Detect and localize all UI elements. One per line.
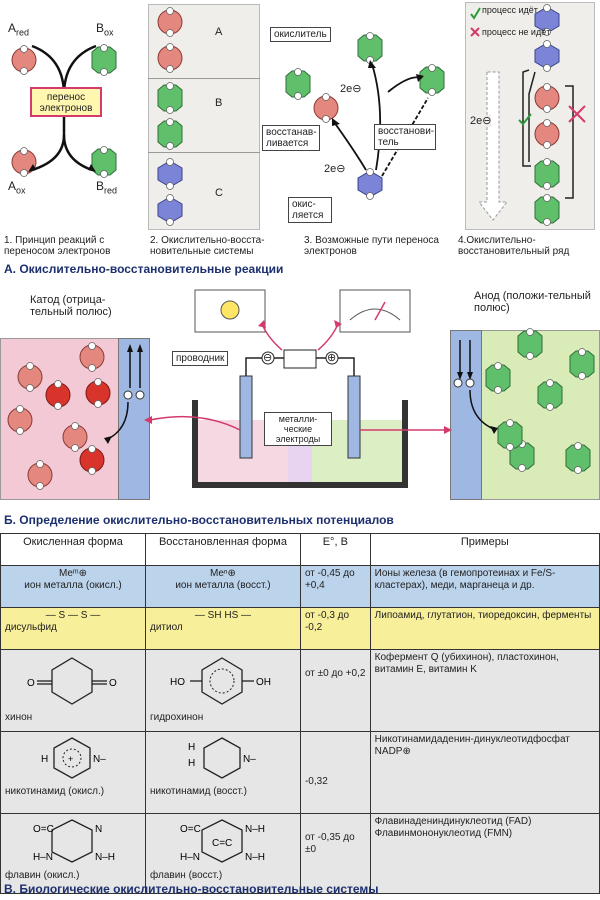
quinone-examples: Кофермент Q (убихинон), пластохинон, вит… xyxy=(369,649,600,732)
header-oxidized: Окисленная форма xyxy=(0,533,146,566)
svg-text:H: H xyxy=(188,742,195,753)
legend-process-no: процесс не идёт xyxy=(482,27,551,37)
svg-text:N–H: N–H xyxy=(245,852,265,863)
svg-text:H: H xyxy=(188,758,195,769)
svg-text:N–H: N–H xyxy=(245,824,265,835)
dithiol-name: дитиол xyxy=(149,622,183,633)
reductant-label: восстанови-тель xyxy=(374,124,436,150)
hydroquinone-name: гидрохинон xyxy=(149,712,204,723)
flavin-ox-structure: O=C N H–N N–H xyxy=(33,819,115,863)
a-red-molecule xyxy=(11,45,37,75)
table-row: — S — S —дисульфид — SH HS — дитиол от -0… xyxy=(0,607,600,650)
nicotinamide-red-name: никотинамид (восст.) xyxy=(149,786,247,797)
nicotinamide-potential: -0,32 xyxy=(299,731,371,814)
thiol-examples: Липоамид, глутатион, тиоредоксин, фермен… xyxy=(369,607,600,650)
legend-process-yes: процесс идёт xyxy=(482,5,538,15)
hydroquinone-structure: HO OH xyxy=(170,657,271,705)
nicotinamide-red-structure: HH N– xyxy=(188,737,256,779)
electron-paths-diagram xyxy=(285,32,445,200)
oxidant-label: окислитель xyxy=(270,27,331,42)
svg-text:N–H: N–H xyxy=(95,852,115,863)
metal-potential: от -0,45 до +0,4 xyxy=(299,565,371,608)
panel2-caption: 2. Окислительно-восста-новительные систе… xyxy=(150,235,265,257)
flavin-red-structure: O=C N–H H–N N–H C=C xyxy=(180,819,265,863)
thiol-potential: от -0,3 до -0,2 xyxy=(299,607,371,650)
anode-label: Анод (положи-тельный полюс) xyxy=(474,290,591,314)
metal-ox-formula: Meᵐ⊕ xyxy=(58,568,87,579)
disulfide-name: дисульфид xyxy=(5,622,57,633)
panel3-caption: 3. Возможные пути переноса электронов xyxy=(304,235,439,257)
electron-series-label: 2e⊖ xyxy=(470,115,492,127)
panel1-caption: 1. Принцип реакций с переносом электроно… xyxy=(4,235,111,257)
svg-text:N–: N– xyxy=(93,754,106,765)
quinone-potential: от ±0 до +0,2 xyxy=(299,649,371,732)
metal-ox-name: ион металла (окисл.) xyxy=(24,580,122,591)
quinone-name: хинон xyxy=(5,712,33,723)
conductor-label: проводник xyxy=(172,351,229,366)
b-red-label: Bred xyxy=(96,179,118,196)
svg-text:O: O xyxy=(27,678,35,689)
system-c-label: C xyxy=(215,187,223,199)
flavin-ox-name: флавин (окисл.) xyxy=(5,870,80,881)
svg-text:OH: OH xyxy=(256,677,271,688)
system-b-label: B xyxy=(215,97,223,109)
panel4-caption: 4.Окислительно-восстановительный ряд xyxy=(458,235,570,257)
header-reduced: Восстановленная форма xyxy=(144,533,301,566)
svg-text:H–N: H–N xyxy=(33,852,53,863)
electrodes-label: металли-ческие электроды xyxy=(264,412,332,446)
electron-pair-1: 2e⊖ xyxy=(340,83,362,95)
nicotinamide-ox-name: никотинамид (окисл.) xyxy=(5,786,105,797)
redox-systems-molecules xyxy=(157,7,183,226)
a-red-label: Ared xyxy=(8,21,30,38)
header-potential: E°, В xyxy=(299,533,371,566)
svg-text:O: O xyxy=(109,678,117,689)
cathode-electrode-zoom xyxy=(118,338,150,500)
metal-red-formula: Meⁿ⊕ xyxy=(210,568,236,579)
electron-transfer-box: перенос электронов xyxy=(30,87,102,117)
nicotinamide-examples: Никотинамидаденин-динуклеотидфосфат NADP… xyxy=(369,731,600,814)
metal-red-name: ион металла (восст.) xyxy=(175,580,271,591)
disulfide-formula: — S — S — xyxy=(45,610,101,621)
flavin-potential: от -0,35 до ±0 xyxy=(299,813,371,894)
section-b-title: Б. Определение окислительно-восстановите… xyxy=(4,513,394,527)
svg-text:N–: N– xyxy=(243,754,256,765)
flavin-examples: Флавинадениндинуклеотид (FAD) Флавинмоно… xyxy=(369,813,600,894)
reduced-label: восстанав-ливается xyxy=(262,125,320,151)
redox-series-diagram xyxy=(470,4,586,226)
b-ox-label: Box xyxy=(96,21,114,38)
b-red-molecule xyxy=(91,146,117,178)
svg-text:+: + xyxy=(68,754,73,764)
bio-redox-table: Окисленная форма Восстановленная форма E… xyxy=(0,533,600,894)
header-examples: Примеры xyxy=(369,533,600,566)
table-row: O=C N H–N N–H флавин (окисл.) O=C N–H H–N N–… xyxy=(0,813,600,894)
svg-text:O=C: O=C xyxy=(33,824,54,835)
section-a-title: А. Окислительно-восстановительные реакци… xyxy=(4,262,284,276)
svg-text:H–N: H–N xyxy=(180,852,200,863)
svg-text:N: N xyxy=(95,824,102,835)
table-row: Meᵐ⊕ион металла (окисл.) Meⁿ⊕ион металла… xyxy=(0,565,600,608)
b-ox-molecule xyxy=(91,44,117,76)
svg-text:HO: HO xyxy=(170,677,185,688)
flavin-red-name: флавин (восст.) xyxy=(149,870,223,881)
cathode-label: Катод (отрица-тельный полюс) xyxy=(30,294,112,318)
electron-pair-2: 2e⊖ xyxy=(324,163,346,175)
metal-examples: Ионы железа (в гемопротеинах и Fe/S-клас… xyxy=(369,565,600,608)
svg-text:C=C: C=C xyxy=(212,838,232,849)
minus-terminal: ⊖ xyxy=(263,352,273,364)
dithiol-formula: — SH HS — xyxy=(194,610,252,621)
nicotinamide-ox-structure: + H N– xyxy=(41,737,106,779)
svg-text:H: H xyxy=(41,754,48,765)
svg-text:O=C: O=C xyxy=(180,824,201,835)
a-ox-label: Aox xyxy=(8,179,26,196)
a-ox-molecule xyxy=(11,147,37,177)
plus-terminal: ⊕ xyxy=(327,352,337,364)
system-a-label: A xyxy=(215,26,223,38)
redox-systems-panel xyxy=(148,4,260,230)
oxidized-label: окис-ляется xyxy=(288,197,332,223)
section-c-title: В. Биологические окислительно-восстанови… xyxy=(4,882,379,896)
